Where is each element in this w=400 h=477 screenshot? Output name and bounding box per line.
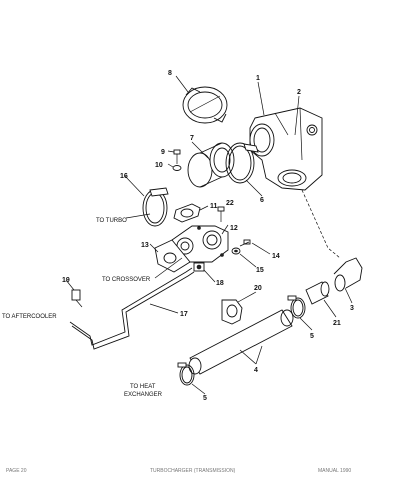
callout-4: 4 xyxy=(254,367,258,374)
footer-center: TURBOCHARGER (TRANSMISSION) xyxy=(150,468,236,474)
hose-part-4 xyxy=(188,309,294,375)
label-to-crossover: TO CROSSOVER xyxy=(102,277,151,283)
sleeve-part xyxy=(187,142,235,188)
callout-5-upper: 5 xyxy=(310,333,314,340)
callout-7: 7 xyxy=(190,135,194,142)
callout-18: 18 xyxy=(216,280,224,287)
footer-left: PAGE 20 xyxy=(6,468,27,474)
callout-12: 12 xyxy=(230,225,238,232)
callout-17: 17 xyxy=(180,311,188,318)
clip-part-20 xyxy=(221,299,243,325)
callout-8: 8 xyxy=(168,70,172,77)
callout-21: 21 xyxy=(333,320,341,327)
callout-6: 6 xyxy=(260,197,264,204)
label-exchanger: EXCHANGER xyxy=(124,392,163,398)
fitting-part-18 xyxy=(193,262,205,272)
bolt-part-22 xyxy=(217,206,225,222)
clamp-part-6 xyxy=(225,142,259,184)
leader-lines xyxy=(65,75,353,395)
tube-part-3 xyxy=(333,257,363,292)
callout-22: 22 xyxy=(226,200,234,207)
washer-part-10 xyxy=(172,165,182,171)
callout-14: 14 xyxy=(272,253,280,260)
bolt-part-14 xyxy=(239,239,251,247)
valve-body-part-12 xyxy=(171,225,229,263)
callout-15: 15 xyxy=(256,267,264,274)
washer-part-15 xyxy=(231,247,241,255)
label-to-turbo: TO TURBO xyxy=(96,218,127,224)
gasket-part-11 xyxy=(173,203,201,223)
callout-16: 16 xyxy=(120,173,128,180)
callout-2: 2 xyxy=(297,89,301,96)
callout-10: 10 xyxy=(155,162,163,169)
callout-1: 1 xyxy=(256,75,260,82)
callout-3: 3 xyxy=(350,305,354,312)
adapter-part-21 xyxy=(305,281,330,305)
callout-9: 9 xyxy=(161,149,165,156)
callout-13: 13 xyxy=(141,242,149,249)
gasket-part-13 xyxy=(154,239,191,273)
elbow-housing-part xyxy=(249,107,323,191)
callout-5-lower: 5 xyxy=(203,395,207,402)
large-clamp-part xyxy=(182,86,228,124)
screw-part-9 xyxy=(173,149,181,164)
hose-clamp-part-5-upper xyxy=(287,295,306,319)
callout-11: 11 xyxy=(210,203,218,210)
callout-20: 20 xyxy=(254,285,262,292)
label-to-aftercooler: TO AFTERCOOLER xyxy=(2,314,57,320)
hose-clamp-part-5-lower xyxy=(177,362,195,386)
label-to-heat: TO HEAT xyxy=(130,384,156,390)
callout-19: 19 xyxy=(62,277,70,284)
tube-part-17 xyxy=(69,267,195,350)
clamp-part-16 xyxy=(142,187,169,227)
footer-right: MANUAL 1990 xyxy=(318,468,352,474)
fitting-part-19 xyxy=(71,289,83,308)
